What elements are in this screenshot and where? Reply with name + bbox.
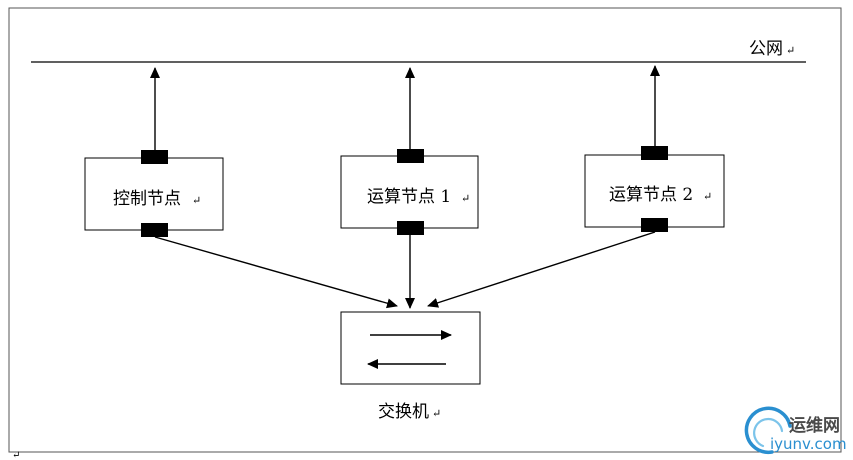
diagram-frame: [8, 7, 842, 453]
frame-paragraph-mark: ↵: [12, 450, 20, 460]
compute-node-1-paragraph-mark: ↵: [461, 192, 470, 205]
control-node-top-port: [141, 150, 168, 164]
compute-node-2-paragraph-mark: ↵: [703, 190, 712, 203]
compute-node-2-top-port: [641, 146, 668, 160]
control-node-box: [84, 157, 224, 231]
compute-node-1-top-port: [397, 149, 424, 163]
compute-node-1-label: 运算节点 1: [367, 187, 451, 207]
watermark-logo: 运维网 iyunv.com: [744, 406, 847, 455]
control-node-paragraph-mark: ↵: [192, 194, 201, 207]
compute-node-2-bottom-port: [641, 218, 668, 232]
control-node-label: 控制节点: [113, 189, 181, 209]
compute-node-2-to-switch-arrow: [427, 231, 656, 308]
compute-node-2-box: [584, 154, 725, 228]
switch-box: [340, 311, 481, 385]
watermark-swirl-icon: [744, 406, 792, 455]
compute-node-2-label: 运算节点 2: [609, 185, 693, 205]
public-network-paragraph-mark: ↵: [786, 44, 795, 57]
control-node-bottom-port: [141, 223, 168, 237]
switch-paragraph-mark: ↵: [432, 407, 441, 420]
compute-node-1-bottom-port: [397, 221, 424, 235]
public-network-label: 公网: [749, 39, 783, 59]
control-node-to-switch-arrow: [154, 236, 398, 309]
watermark-en-text: iyunv.com: [770, 435, 847, 453]
watermark-cn-text: 运维网: [789, 415, 840, 436]
switch-label: 交换机: [378, 402, 429, 422]
